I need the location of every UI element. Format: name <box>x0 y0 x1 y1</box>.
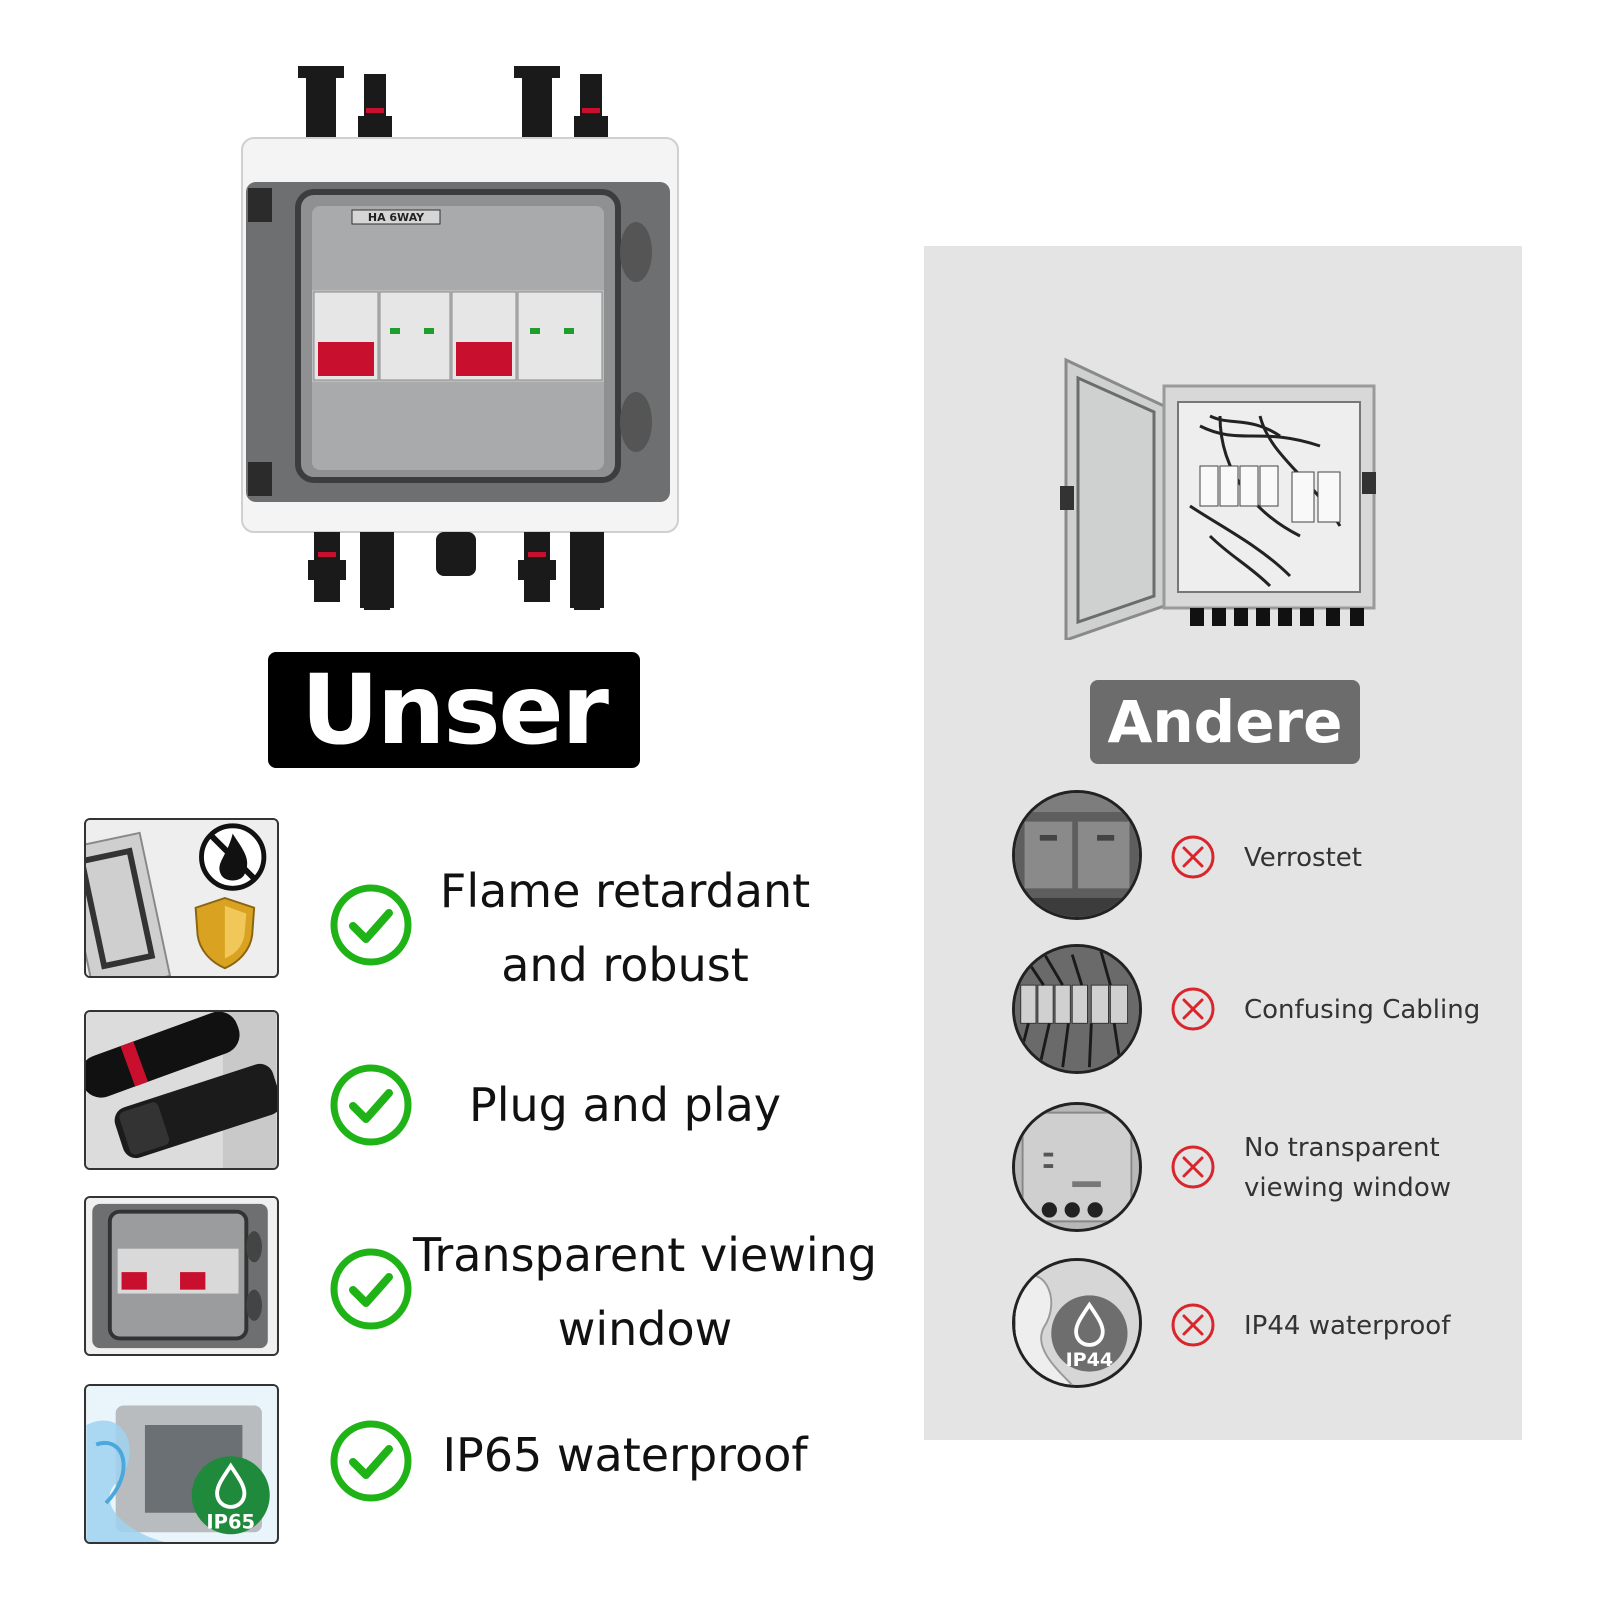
svg-text:IP65: IP65 <box>206 1510 255 1533</box>
check-icon <box>330 1420 412 1502</box>
con-confusing-cabling: Confusing Cabling <box>1244 995 1481 1025</box>
badge-others: Andere <box>1090 680 1360 764</box>
ip65-water-icon: IP65 <box>84 1384 279 1544</box>
confusing-cabling-icon <box>1012 944 1142 1074</box>
check-icon <box>330 1064 412 1146</box>
product-image-ours: HA 6WAY <box>240 66 680 612</box>
ip44-water-icon: IP44 <box>1012 1258 1142 1388</box>
con-no-transparent-window: No transparent viewing window <box>1244 1133 1451 1203</box>
cross-icon <box>1171 835 1215 879</box>
rusted-box-icon <box>1012 790 1142 920</box>
transparent-box-icon <box>84 1196 279 1356</box>
con-ip44-waterproof: IP44 waterproof <box>1244 1311 1451 1341</box>
mc4-connector-icon <box>84 1010 279 1170</box>
product-image-others <box>1060 356 1390 643</box>
opaque-box-icon <box>1012 1102 1142 1232</box>
cross-icon <box>1171 1303 1215 1347</box>
feature-ip65-waterproof: IP65 waterproof <box>442 1428 808 1482</box>
cross-icon <box>1171 987 1215 1031</box>
feature-transparent-window: Transparent viewing window <box>412 1228 878 1356</box>
check-icon <box>330 1248 412 1330</box>
check-icon <box>330 884 412 966</box>
svg-text:HA 6WAY: HA 6WAY <box>368 211 425 224</box>
badge-ours: Unser <box>268 652 640 768</box>
flame-retardant-shield-icon <box>84 818 279 978</box>
svg-text:IP44: IP44 <box>1066 1349 1114 1371</box>
cross-icon <box>1171 1145 1215 1189</box>
feature-flame-retardant: Flame retardant and robust <box>439 864 811 992</box>
feature-plug-and-play: Plug and play <box>468 1078 782 1132</box>
con-rusted: Verrostet <box>1244 843 1362 873</box>
